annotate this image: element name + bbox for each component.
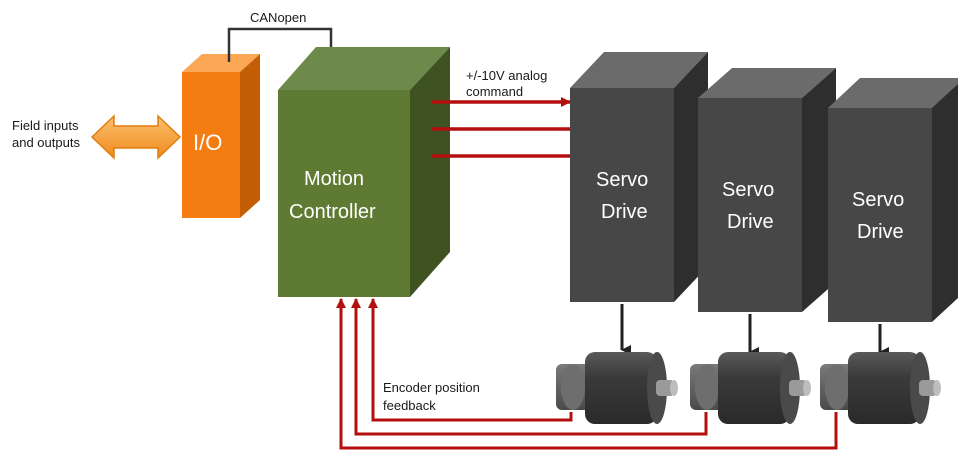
- drive-3-label-line1: Servo: [852, 189, 904, 211]
- field-io-label-line1: Field inputs: [12, 118, 79, 133]
- encoder-label-line1: Encoder position: [383, 380, 480, 395]
- drive-2-label-line1: Servo: [722, 179, 774, 201]
- servo-drive-2: [698, 68, 836, 312]
- servo-drive-3: [828, 78, 958, 322]
- io-block-label: I/O: [193, 130, 222, 155]
- command-label-line1: +/-10V analog: [466, 68, 547, 83]
- motor-2: [690, 352, 811, 424]
- feedback-line-2: [351, 298, 708, 436]
- field-io-arrow: [90, 114, 182, 160]
- motor-1: [556, 352, 678, 424]
- controller-label-line2: Controller: [289, 201, 376, 223]
- servo-drive-1: [570, 52, 708, 302]
- drive-3-label-line2: Drive: [857, 221, 904, 243]
- feedback-line-3: [336, 298, 838, 450]
- feedback-line-1: [368, 298, 573, 422]
- drive-2-label-line2: Drive: [727, 211, 774, 233]
- encoder-label-line2: feedback: [383, 398, 436, 413]
- io-block: [182, 54, 260, 218]
- motion-controller-block: [278, 47, 450, 297]
- drive-1-label-line2: Drive: [601, 201, 648, 223]
- field-io-label-line2: and outputs: [12, 135, 80, 150]
- command-label-line2: command: [466, 84, 523, 99]
- controller-label-line1: Motion: [304, 168, 364, 190]
- motor-3: [820, 352, 941, 424]
- canopen-label: CANopen: [250, 10, 306, 25]
- drive-1-label-line1: Servo: [596, 169, 648, 191]
